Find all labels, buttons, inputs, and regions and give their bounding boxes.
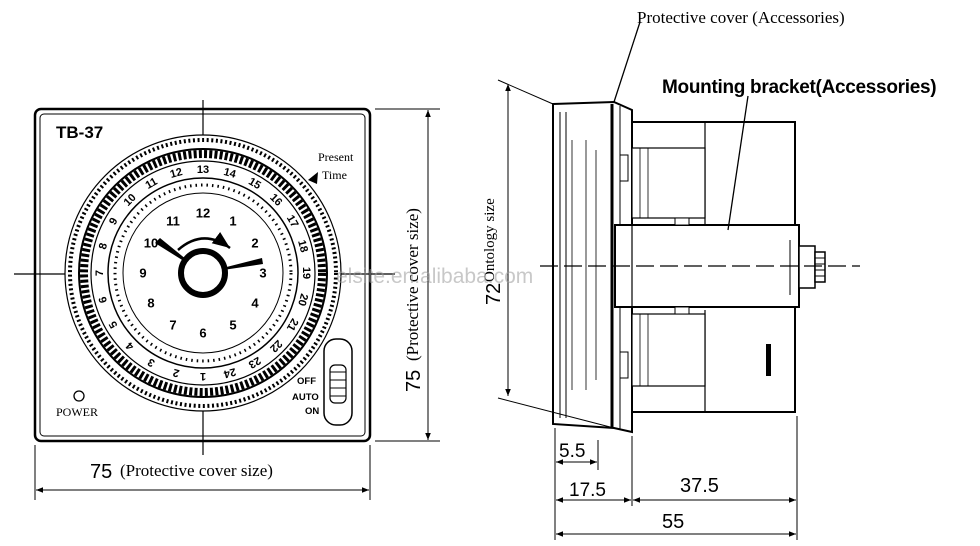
switch-auto-label: AUTO — [292, 392, 319, 403]
height-value: 75 — [403, 370, 425, 392]
outer-ring-number: 9 — [107, 216, 120, 227]
outer-ring-number: 12 — [169, 166, 184, 181]
power-led — [73, 390, 85, 402]
bracket-leader — [727, 95, 749, 231]
present-time-label: Present — [318, 150, 354, 164]
width-value: 75 — [90, 461, 112, 483]
dim-total-value: 55 — [662, 511, 684, 533]
height-note: (Protective cover size) — [403, 208, 422, 361]
upper-block — [631, 147, 706, 219]
inner-dial-number: 3 — [259, 266, 266, 281]
rear-knob-cap — [814, 251, 826, 283]
lower-block — [631, 313, 706, 387]
outer-ring-number: 13 — [197, 164, 209, 176]
cover-label: Protective cover (Accessories) — [637, 8, 845, 27]
outer-ring-number: 7 — [94, 270, 106, 276]
inner-dial-number: 4 — [251, 296, 259, 311]
inner-dial-number: 7 — [169, 318, 176, 333]
outer-ring-number: 18 — [295, 239, 310, 254]
rotation-arrow — [177, 231, 231, 251]
outer-ring-number: 6 — [97, 295, 110, 304]
outer-ring-number: 8 — [97, 242, 110, 251]
outer-ring-number: 23 — [246, 354, 263, 371]
inner-dial-number: 10 — [144, 236, 158, 251]
present-time-label-2: Time — [322, 168, 347, 182]
inner-dial-number: 2 — [251, 236, 258, 251]
outer-ring-number: 17 — [284, 213, 301, 230]
dim-c-value: 37.5 — [680, 475, 719, 497]
bracket-label: Mounting bracket(Accessories) — [662, 77, 936, 98]
inner-dial-number: 1 — [229, 214, 236, 229]
inner-dial-number: 5 — [229, 318, 236, 333]
inner-dial-number: 9 — [139, 266, 146, 281]
dim-b-value: 17.5 — [569, 480, 606, 501]
outer-ring-number: 2 — [172, 366, 181, 379]
outer-ring-number: 14 — [222, 166, 238, 181]
model-label: TB-37 — [56, 123, 103, 142]
side-height-note: Ontology size — [482, 198, 498, 282]
present-time-pointer — [308, 172, 318, 184]
side-slot — [766, 344, 771, 376]
inner-dial-number: 8 — [147, 296, 154, 311]
outer-ring-number: 3 — [146, 355, 157, 368]
width-note: (Protective cover size) — [120, 461, 273, 480]
watermark: elsite.en.alibaba.com — [336, 265, 533, 288]
dim-a-value: 5.5 — [559, 441, 585, 462]
outer-ring-number: 11 — [143, 176, 159, 192]
outer-ring-number: 1 — [200, 370, 206, 382]
inner-dial-number: 11 — [166, 214, 180, 229]
outer-ring-number: 24 — [221, 365, 237, 380]
switch-off-label: OFF — [297, 376, 316, 387]
outer-ring-number: 20 — [295, 292, 310, 307]
outer-ring-number: 15 — [246, 176, 263, 193]
outer-ring-number: 21 — [284, 316, 301, 333]
rear-knob — [798, 245, 816, 289]
dial-knob — [178, 248, 228, 298]
inner-dial-number: 12 — [196, 206, 210, 221]
outer-ring-number: 5 — [107, 319, 120, 330]
inner-dial-number: 6 — [199, 326, 206, 341]
side-height-value: 72 — [483, 283, 505, 305]
power-label: POWER — [56, 405, 98, 419]
mode-switch: OFF AUTO ON — [292, 338, 353, 426]
side-view: Protective cover (Accessories) Mounting … — [482, 8, 937, 540]
cover-leader — [613, 21, 641, 103]
outer-ring-number: 19 — [300, 267, 312, 279]
switch-on-label: ON — [305, 406, 319, 417]
